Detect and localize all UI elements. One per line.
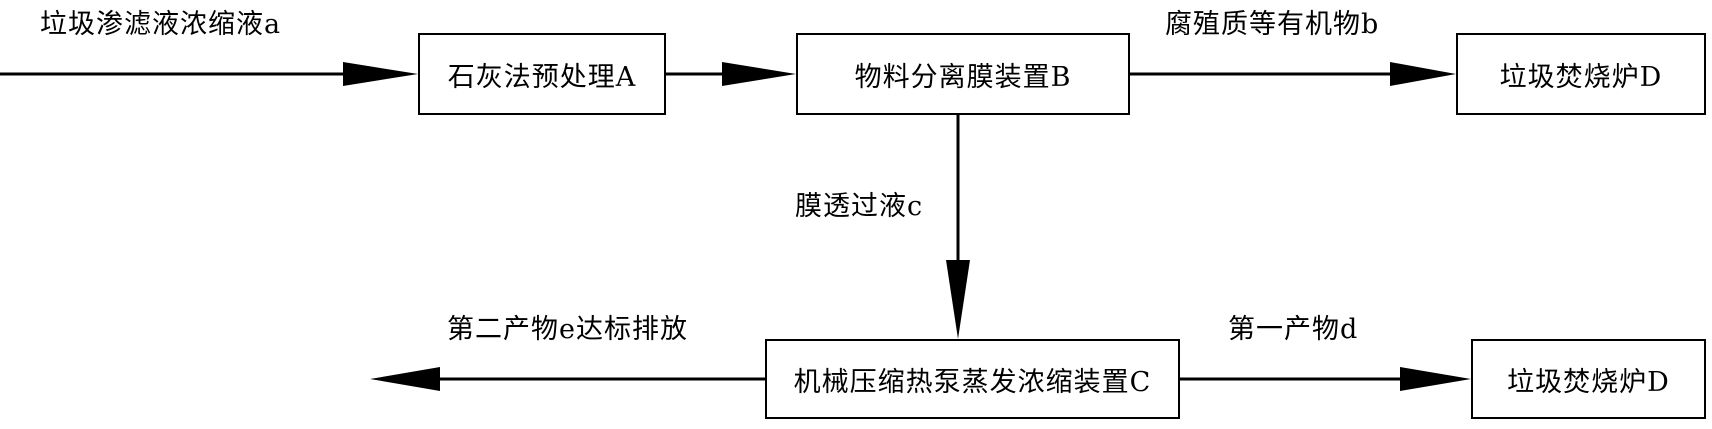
node-incinerator-bottom: 垃圾焚烧炉D — [1471, 339, 1706, 419]
edge-label-second-product: 第二产物e达标排放 — [447, 314, 688, 345]
node-incinerator-top: 垃圾焚烧炉D — [1456, 33, 1706, 115]
edge-label-permeate: 膜透过液c — [795, 191, 924, 222]
edge-label-humus: 腐殖质等有机物b — [1165, 9, 1380, 40]
a-to-b-arrowhead — [722, 62, 796, 86]
c-to-d2-arrowhead — [1400, 367, 1471, 391]
b-to-d1-arrowhead — [1390, 62, 1456, 86]
b-to-c-arrowhead — [946, 260, 970, 339]
edge-label-input: 垃圾渗滤液浓缩液a — [40, 9, 282, 40]
input-arrowhead — [343, 62, 418, 86]
node-lime-pretreatment: 石灰法预处理A — [418, 33, 666, 115]
node-mvr-evaporator: 机械压缩热泵蒸发浓缩装置C — [765, 339, 1180, 419]
c-out-arrowhead — [370, 367, 440, 391]
node-membrane-separation: 物料分离膜装置B — [796, 33, 1130, 115]
edge-label-first-product: 第一产物d — [1228, 314, 1359, 345]
